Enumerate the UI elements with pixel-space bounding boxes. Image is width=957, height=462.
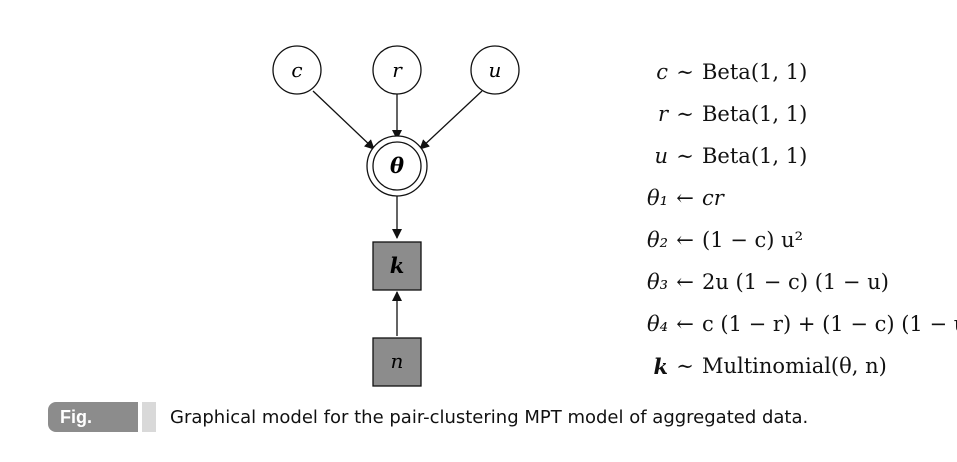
equation-u: u ∼ Beta(1, 1)	[560, 140, 940, 178]
equation-rhs: 2u (1 − c) (1 − u)	[702, 270, 889, 294]
equation-rhs: cr	[702, 186, 724, 210]
equation-r: r ∼ Beta(1, 1)	[560, 98, 940, 136]
equation-lhs: θ₂	[646, 228, 668, 252]
equation-operator: ←	[676, 270, 694, 294]
equation-rhs: c (1 − r) + (1 − c) (1 − u)²	[702, 312, 957, 336]
equation-rhs: Beta(1, 1)	[702, 144, 808, 168]
equation-c: c ∼ Beta(1, 1)	[560, 56, 940, 94]
node-k: k	[372, 241, 422, 291]
badge-separator	[138, 402, 142, 432]
node-theta-label: θ	[390, 153, 404, 178]
equation-lhs: u	[654, 144, 668, 168]
node-n: n	[372, 337, 422, 387]
equation-lhs: c	[656, 60, 668, 84]
equation-rhs: (1 − c) u²	[702, 228, 804, 252]
equation-operator: ∼	[676, 60, 694, 84]
equation-theta2: θ₂ ← (1 − c) u²	[560, 224, 940, 262]
figure-caption: Fig. 14.2 Graphical model for the pair-c…	[48, 402, 809, 457]
graphical-model: c r u θ k n	[272, 45, 520, 387]
equation-lhs: θ₃	[646, 270, 668, 294]
equation-k: k ∼ Multinomial(θ, n)	[560, 350, 940, 388]
equation-rhs: Beta(1, 1)	[702, 60, 808, 84]
node-c-label: c	[291, 58, 302, 82]
equation-operator: ←	[676, 186, 694, 210]
equation-theta1: θ₁ ← cr	[560, 182, 940, 220]
node-k-label: k	[390, 253, 405, 278]
equation-lhs: r	[657, 102, 668, 126]
node-n-label: n	[391, 349, 404, 373]
equation-operator: ∼	[676, 102, 694, 126]
equation-lhs: k	[653, 354, 668, 379]
equation-operator: ∼	[676, 354, 694, 378]
equation-operator: ←	[676, 228, 694, 252]
equation-rhs: Beta(1, 1)	[702, 102, 808, 126]
caption-text: Graphical model for the pair-clustering …	[170, 406, 809, 428]
equation-theta4: θ₄ ← c (1 − r) + (1 − c) (1 − u)²	[560, 308, 957, 346]
node-u: u	[470, 45, 520, 95]
edge-u-theta	[419, 90, 483, 150]
edge-c-theta	[312, 90, 375, 150]
equation-operator: ←	[676, 312, 694, 336]
equation-operator: ∼	[676, 144, 694, 168]
node-r: r	[372, 45, 422, 95]
equation-rhs: Multinomial(θ, n)	[702, 354, 887, 378]
badge-tail	[142, 402, 156, 432]
node-u-label: u	[489, 58, 502, 82]
equation-lhs: θ₁	[646, 186, 668, 210]
equation-lhs: θ₄	[646, 312, 668, 336]
node-r-label: r	[392, 58, 403, 82]
figure-label-badge: Fig. 14.2	[48, 402, 138, 457]
node-theta: θ	[366, 135, 428, 197]
equation-theta3: θ₃ ← 2u (1 − c) (1 − u)	[560, 266, 940, 304]
node-c: c	[272, 45, 322, 95]
